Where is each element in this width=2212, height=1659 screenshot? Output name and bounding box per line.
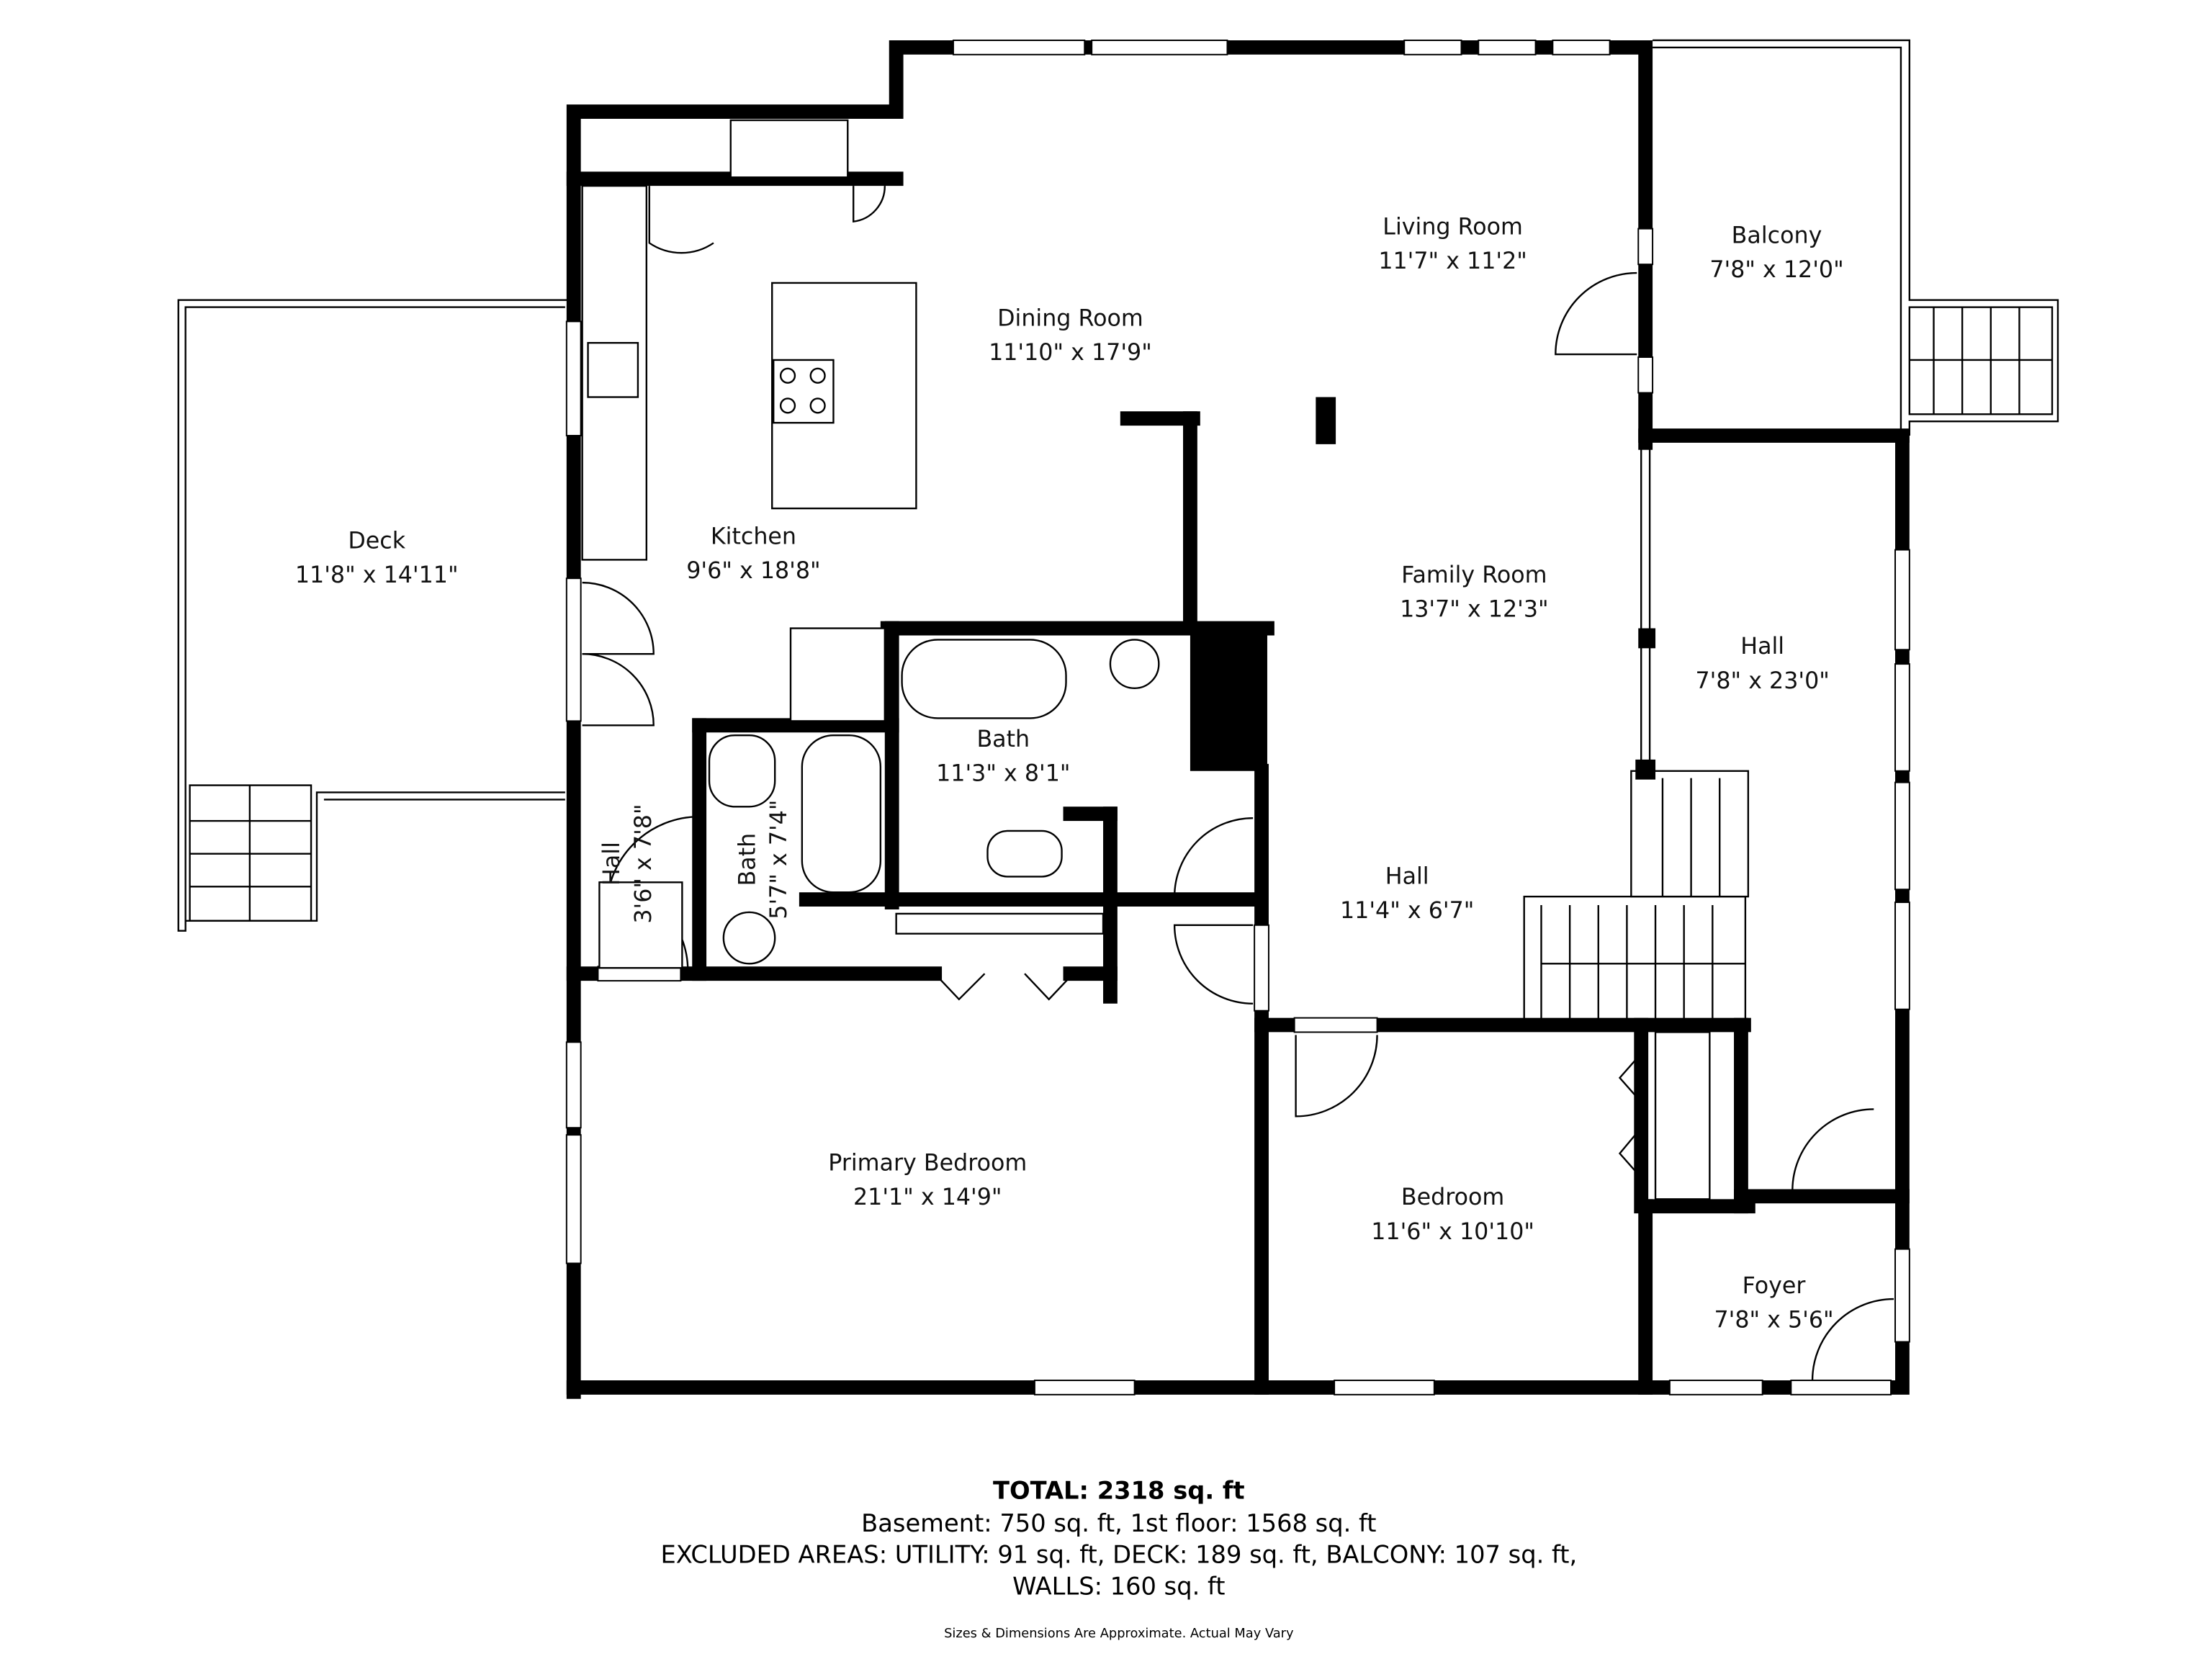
toilet-icon [986, 830, 1063, 878]
svg-text:Bedroom: Bedroom [1401, 1184, 1504, 1210]
svg-text:Foyer: Foyer [1743, 1273, 1807, 1299]
svg-text:Deck: Deck [348, 529, 405, 554]
svg-text:3'6" x 7'8": 3'6" x 7'8" [631, 804, 657, 923]
svg-text:Primary Bedroom: Primary Bedroom [828, 1151, 1027, 1177]
room-label-kitchen: Kitchen 9'6" x 18'8" [686, 524, 820, 585]
svg-text:Family Room: Family Room [1401, 562, 1547, 588]
svg-text:Hall: Hall [1740, 634, 1784, 660]
svg-text:11'7" x 11'2": 11'7" x 11'2" [1378, 248, 1527, 274]
balcony-stairs [1908, 306, 2054, 415]
sink-icon-2 [722, 911, 776, 965]
room-label-family-room: Family Room 13'7" x 12'3" [1400, 562, 1549, 623]
deck-stairs [189, 784, 313, 922]
room-label-bath-main: Bath 11'3" x 8'1" [936, 727, 1070, 787]
svg-text:Balcony: Balcony [1732, 222, 1822, 248]
interior-stairs [1523, 770, 1750, 1200]
svg-text:21'1" x 14'9": 21'1" x 14'9" [853, 1184, 1002, 1210]
svg-text:Bath: Bath [734, 833, 760, 886]
svg-text:7'8" x 23'0": 7'8" x 23'0" [1696, 668, 1830, 694]
room-label-balcony: Balcony 7'8" x 12'0" [1709, 222, 1843, 283]
svg-text:11'4" x 6'7": 11'4" x 6'7" [1340, 898, 1474, 924]
svg-text:11'6" x 10'10": 11'6" x 10'10" [1371, 1219, 1534, 1245]
bathtub-icon-2 [801, 734, 882, 894]
deck-outline [177, 299, 571, 932]
floor-areas: Basement: 750 sq. ft, 1st floor: 1568 sq… [861, 1509, 1376, 1537]
svg-text:Hall: Hall [599, 842, 625, 886]
room-label-living-room: Living Room 11'7" x 11'2" [1378, 215, 1527, 275]
sink-icon [1109, 639, 1160, 689]
room-label-primary-bedroom: Primary Bedroom 21'1" x 14'9" [828, 1151, 1027, 1211]
kitchen-sink-icon [587, 341, 639, 398]
svg-text:Bath: Bath [976, 727, 1030, 752]
disclaimer: Sizes & Dimensions Are Approximate. Actu… [944, 1626, 1294, 1641]
svg-text:9'6" x 18'8": 9'6" x 18'8" [686, 558, 820, 584]
excluded-areas: EXCLUDED AREAS: UTILITY: 91 sq. ft, DECK… [660, 1541, 1577, 1569]
room-label-dining-room: Dining Room 11'10" x 17'9" [989, 305, 1152, 366]
room-label-hall-east: Hall 7'8" x 23'0" [1696, 634, 1830, 694]
svg-text:Kitchen: Kitchen [711, 524, 796, 550]
svg-text:11'3" x 8'1": 11'3" x 8'1" [936, 761, 1070, 787]
svg-text:13'7" x 12'3": 13'7" x 12'3" [1400, 597, 1549, 623]
svg-text:11'10" x 17'9": 11'10" x 17'9" [989, 340, 1152, 366]
fixtures [581, 119, 1160, 969]
total-area: TOTAL: 2318 sq. ft [993, 1477, 1245, 1505]
bathtub-icon [901, 639, 1067, 719]
svg-text:7'8" x 12'0": 7'8" x 12'0" [1709, 257, 1843, 283]
svg-text:Living Room: Living Room [1382, 215, 1523, 240]
room-label-hall-center: Hall 11'4" x 6'7" [1340, 863, 1474, 924]
svg-text:5'7" x 7'4": 5'7" x 7'4" [766, 800, 792, 920]
svg-text:Dining Room: Dining Room [997, 305, 1143, 331]
room-label-deck: Deck 11'8" x 14'11" [295, 529, 459, 589]
windows [565, 39, 1910, 1395]
svg-text:7'8" x 5'6": 7'8" x 5'6" [1714, 1308, 1833, 1334]
svg-text:Hall: Hall [1385, 863, 1429, 889]
walls [566, 40, 1910, 1399]
balcony-outline [1653, 39, 2059, 436]
svg-text:11'8" x 14'11": 11'8" x 14'11" [295, 562, 459, 588]
room-label-foyer: Foyer 7'8" x 5'6" [1714, 1273, 1833, 1334]
cooktop-icon [773, 359, 835, 424]
area-summary: TOTAL: 2318 sq. ft Basement: 750 sq. ft,… [660, 1477, 1577, 1641]
room-label-bedroom: Bedroom 11'6" x 10'10" [1371, 1184, 1534, 1245]
walls-area: WALLS: 160 sq. ft [1012, 1572, 1225, 1600]
